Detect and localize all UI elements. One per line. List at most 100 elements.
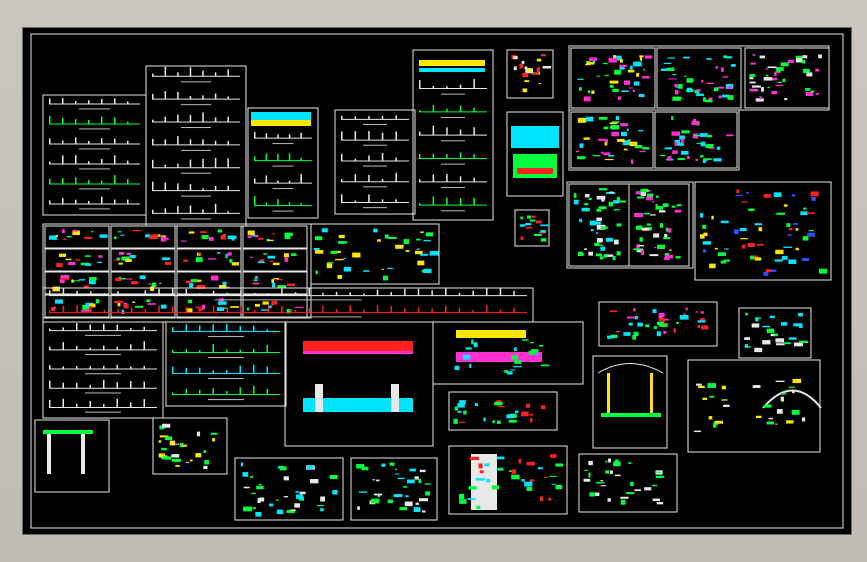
detail-mark: [755, 415, 762, 419]
detail-mark: [619, 64, 627, 68]
detail-mark: [609, 80, 619, 84]
detail-mark: [583, 96, 591, 102]
detail-mark: [510, 369, 516, 371]
detail-mark: [634, 212, 644, 218]
detail-mark: [627, 69, 635, 73]
detail-mark: [795, 57, 803, 63]
detail-mark: [700, 141, 706, 147]
elevation-caption: [79, 108, 110, 110]
detail-mark: [754, 257, 762, 261]
detail-mark: [709, 263, 716, 269]
detail-mark: [707, 383, 716, 389]
detail-mark: [667, 57, 676, 59]
detail-mark: [616, 223, 622, 227]
gate-body: [513, 154, 557, 178]
detail-mark: [720, 220, 729, 224]
tower-elevation: [471, 454, 497, 510]
detail-mark: [776, 70, 781, 73]
detail-mark: [182, 444, 188, 447]
frame-small-gate: [514, 209, 550, 247]
detail-mark: [465, 347, 472, 350]
detail-mark: [337, 274, 343, 279]
detail-mark: [749, 88, 759, 92]
elevation-caption: [272, 143, 294, 145]
elevation-caption: [85, 354, 121, 356]
detail-mark: [807, 232, 815, 237]
detail-mark: [767, 66, 777, 69]
detail-mark: [613, 209, 620, 211]
detail-mark: [699, 133, 708, 137]
detail-mark: [697, 324, 701, 328]
detail-mark: [658, 312, 665, 317]
detail-mark: [699, 318, 705, 321]
detail-mark: [212, 438, 216, 442]
mini-frame: [176, 271, 242, 295]
detail-mark: [453, 418, 458, 424]
detail-mark: [691, 120, 699, 126]
detail-mark: [727, 95, 734, 100]
detail-mark: [496, 456, 505, 460]
detail-mark: [314, 236, 323, 241]
detail-mark: [720, 67, 724, 72]
elevation-post: [381, 153, 384, 161]
elevation-post: [116, 382, 118, 389]
detail-mark: [149, 234, 159, 240]
detail-mark: [656, 502, 664, 505]
elevation-post: [103, 309, 106, 313]
elevation-post: [143, 341, 145, 350]
detail-mark: [697, 320, 706, 323]
detail-mark: [207, 258, 217, 260]
detail-mark: [643, 212, 650, 215]
detail-mark: [620, 496, 629, 499]
elevation-post: [185, 288, 188, 296]
detail-mark: [230, 306, 239, 308]
detail-mark: [702, 397, 708, 401]
detail-mark: [204, 460, 210, 465]
detail-mark: [267, 255, 276, 259]
elevation-post: [114, 98, 116, 104]
detail-mark: [162, 257, 171, 261]
drawing-viewport[interactable]: [22, 27, 852, 535]
elevation-caption: [363, 186, 387, 188]
elevation-post: [368, 130, 370, 141]
detail-mark: [788, 259, 797, 265]
detail-mark: [659, 154, 666, 157]
detail-mark: [606, 335, 615, 339]
elevation-post: [473, 197, 475, 206]
detail-mark: [713, 423, 717, 428]
detail-mark: [683, 75, 687, 77]
detail-mark: [423, 268, 432, 274]
elevation-post: [227, 96, 229, 100]
detail-mark: [416, 238, 421, 241]
elevation-post: [177, 114, 179, 122]
detail-mark: [394, 468, 397, 471]
detail-mark: [66, 236, 72, 238]
detail-mark: [701, 325, 709, 330]
detail-mark: [249, 256, 254, 258]
elevation-post: [152, 209, 154, 214]
elevation-post: [171, 288, 174, 296]
detail-mark: [414, 476, 419, 480]
detail-mark: [85, 302, 94, 307]
elevation-post: [277, 180, 279, 184]
elevation-post: [335, 291, 338, 296]
detail-mark: [513, 56, 518, 60]
detail-mark: [603, 253, 607, 258]
detail-mark: [247, 235, 252, 238]
elevation-post: [127, 178, 129, 184]
detail-mark: [674, 209, 682, 213]
detail-mark: [810, 191, 819, 197]
detail-mark: [698, 385, 705, 389]
elevation-caption: [181, 218, 211, 220]
elevation-post: [143, 399, 145, 408]
elevation-post: [381, 132, 384, 141]
elevation-post: [49, 328, 51, 331]
detail-mark: [586, 62, 595, 65]
elevation-post: [288, 134, 291, 139]
elevation-post: [227, 185, 229, 191]
elevation-post: [185, 306, 188, 313]
detail-mark: [588, 251, 594, 256]
detail-mark: [663, 331, 667, 334]
detail-mark: [338, 235, 345, 239]
drawing-canvas[interactable]: [23, 28, 851, 534]
